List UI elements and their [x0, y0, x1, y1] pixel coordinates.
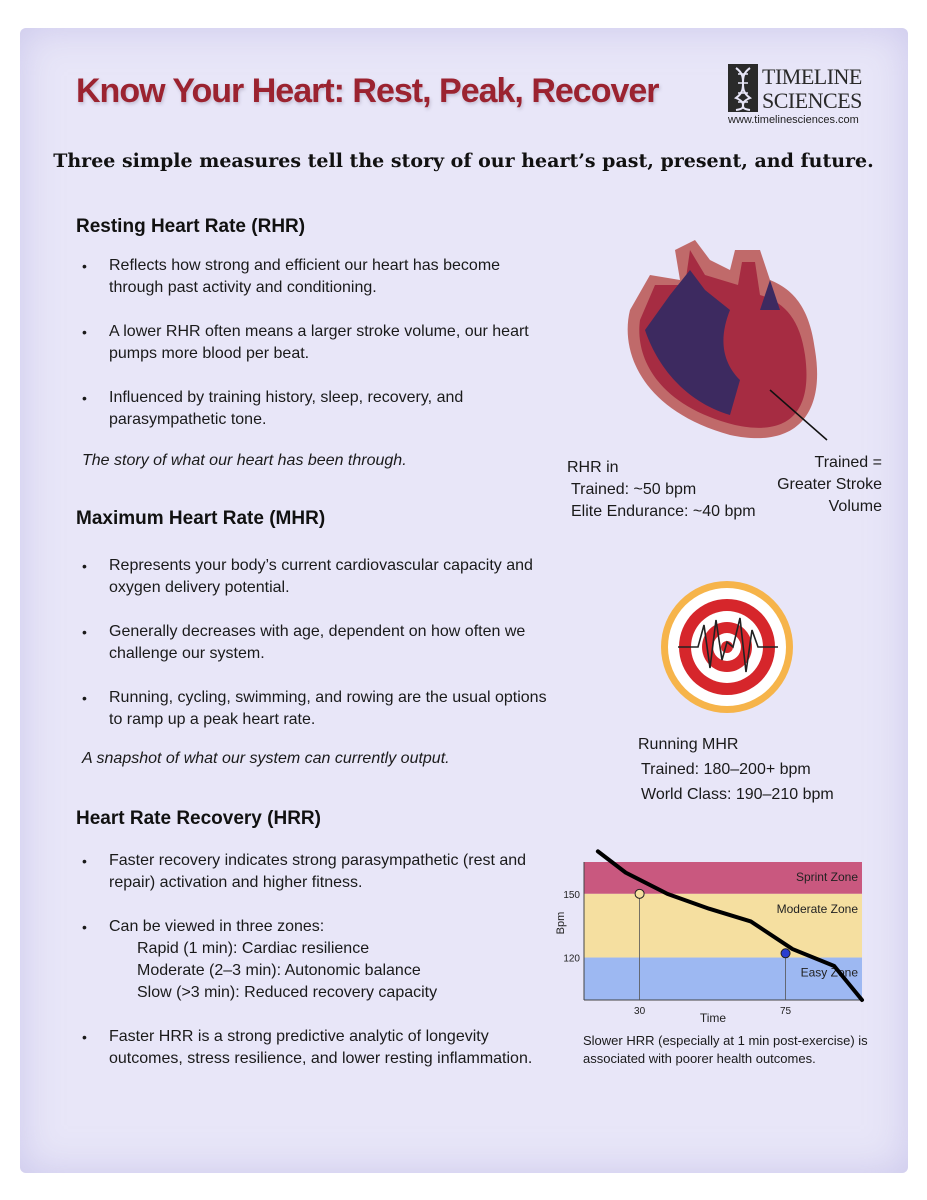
mhr-heading: Maximum Heart Rate (MHR)	[76, 508, 326, 529]
mhr-caption-line: World Class: 190–210 bpm	[641, 786, 834, 803]
rhr-callout-line: Greater Stroke	[777, 476, 882, 493]
rhr-caption-line: RHR in	[567, 459, 619, 476]
mhr-bullet-list: Represents your body’s current cardiovas…	[82, 555, 552, 753]
zone-band	[584, 893, 862, 958]
heartbeat-target-icon	[661, 581, 793, 713]
x-axis-label: Time	[700, 1011, 727, 1025]
rhr-callout-line: Trained =	[814, 454, 882, 471]
hrr-zone-item: Rapid (1 min): Cardiac resilience	[137, 940, 370, 957]
zone-label: Moderate Zone	[777, 902, 859, 916]
mhr-bullet: Running, cycling, swimming, and rowing a…	[82, 687, 552, 731]
logo-text-line1: TIMELINE	[762, 64, 862, 89]
page-title: Know Your Heart: Rest, Peak, Recover	[76, 72, 660, 110]
rhr-tagline: The story of what our heart has been thr…	[82, 452, 407, 469]
y-axis-label: Bpm	[555, 912, 567, 935]
rhr-callout: Trained = Greater Stroke Volume	[770, 452, 882, 518]
rhr-bullet-list: Reflects how strong and efficient our he…	[82, 255, 552, 453]
hrr-bullet-list: Faster recovery indicates strong parasym…	[82, 850, 552, 1092]
mhr-caption-line: Trained: 180–200+ bpm	[641, 761, 811, 778]
zone-label: Easy Zone	[801, 966, 859, 980]
dna-logo-icon	[728, 64, 758, 112]
hrr-heading: Heart Rate Recovery (HRR)	[76, 808, 321, 829]
hrr-bullet: Can be viewed in three zones: Rapid (1 m…	[82, 916, 552, 1004]
heart-illustration	[627, 240, 828, 441]
zone-band	[584, 957, 862, 1000]
rhr-callout-line: Volume	[828, 498, 882, 515]
company-logo: TIMELINE SCIENCES www.timelinesciences.c…	[728, 62, 888, 128]
mhr-tagline: A snapshot of what our system can curren…	[82, 750, 450, 767]
mhr-bullet: Generally decreases with age, dependent …	[82, 621, 552, 665]
rhr-bullet: Influenced by training history, sleep, r…	[82, 387, 552, 431]
rhr-caption: RHR in Trained: ~50 bpm Elite Endurance:…	[567, 457, 756, 523]
zone-band	[584, 862, 862, 894]
y-tick-label: 150	[563, 890, 580, 901]
rhr-caption-line: Elite Endurance: ~40 bpm	[571, 503, 756, 520]
logo-text-line2: SCIENCES	[762, 88, 862, 113]
mhr-caption-line: Running MHR	[638, 736, 739, 753]
logo-url: www.timelinesciences.com	[728, 114, 859, 126]
mhr-caption: Running MHR Trained: 180–200+ bpm World …	[638, 732, 834, 807]
rhr-bullet: A lower RHR often means a larger stroke …	[82, 321, 552, 365]
recovery-curve	[595, 849, 864, 1002]
mhr-bullet: Represents your body’s current cardiovas…	[82, 555, 552, 599]
rhr-heading: Resting Heart Rate (RHR)	[76, 216, 306, 237]
x-tick-label: 30	[634, 1006, 646, 1017]
y-tick-label: 120	[563, 954, 580, 965]
curve-marker	[780, 948, 791, 959]
page-subtitle: Three simple measures tell the story of …	[53, 150, 874, 172]
hrr-bullet: Faster recovery indicates strong parasym…	[82, 850, 552, 894]
hrr-zone-item: Moderate (2–3 min): Autonomic balance	[137, 962, 421, 979]
zone-label: Sprint Zone	[796, 870, 858, 884]
hrr-bullet: Faster HRR is a strong predictive analyt…	[82, 1026, 552, 1070]
rhr-bullet: Reflects how strong and efficient our he…	[82, 255, 552, 299]
x-tick-label: 75	[780, 1006, 792, 1017]
hrr-chart-caption: Slower HRR (especially at 1 min post-exe…	[583, 1033, 868, 1066]
hrr-zone-item: Slow (>3 min): Reduced recovery capacity	[137, 984, 438, 1001]
rhr-caption-line: Trained: ~50 bpm	[571, 481, 697, 498]
curve-marker	[634, 888, 645, 899]
hrr-zones-intro: Can be viewed in three zones:	[109, 918, 325, 935]
